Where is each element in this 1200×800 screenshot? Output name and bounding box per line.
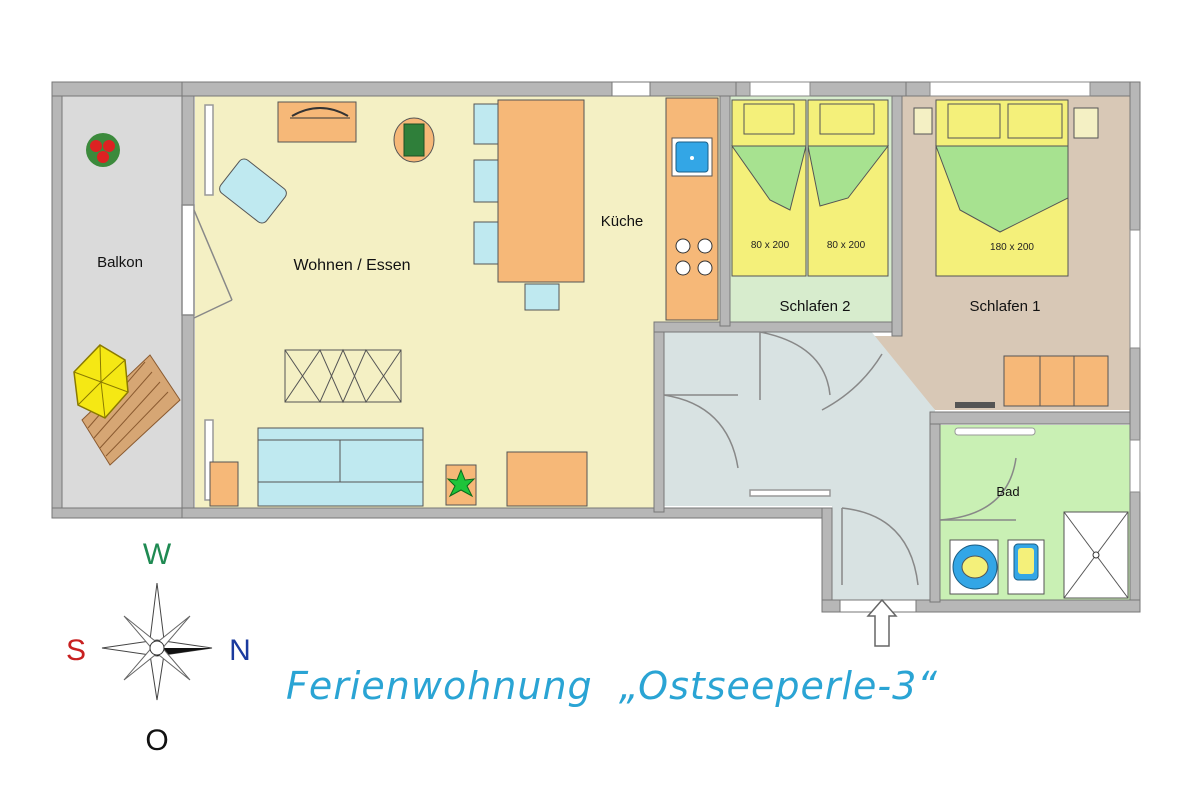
single-bed-right	[807, 99, 890, 277]
towel-rail	[954, 427, 1036, 436]
tv-cabinet	[277, 101, 357, 143]
single-bed-left	[731, 99, 807, 277]
window-bath	[1129, 439, 1141, 493]
balcony-doors	[181, 104, 233, 501]
bed-size-single-a: 80 x 200	[751, 240, 790, 251]
entrance-arrow-icon	[866, 598, 898, 647]
window-bed2	[749, 81, 811, 97]
window-gap-top	[611, 81, 651, 97]
dining-chairs	[473, 103, 560, 311]
sideboard	[506, 451, 588, 507]
shower-icon	[1063, 511, 1129, 599]
nightstand-left	[913, 107, 933, 135]
window-right	[1129, 229, 1141, 349]
coffee-table	[284, 348, 402, 404]
compass-west: W	[143, 538, 172, 571]
window-bed1	[929, 81, 1091, 97]
hallway-floor	[664, 330, 935, 600]
double-bed	[935, 99, 1069, 277]
sofa	[257, 427, 424, 507]
hallway-doors	[663, 331, 1017, 586]
nightstand-right	[1073, 107, 1099, 139]
compass-east: O	[145, 724, 168, 757]
compass-south: S	[66, 634, 86, 667]
plant-icon	[445, 464, 477, 506]
radiator	[955, 402, 995, 408]
armchair	[219, 158, 287, 224]
compass-north: N	[229, 634, 251, 667]
washbasin-icon	[949, 539, 999, 595]
bed-size-single-b: 80 x 200	[827, 240, 866, 251]
stove-icon	[675, 238, 713, 276]
sink-icon	[671, 137, 713, 177]
toilet-icon	[1007, 539, 1045, 595]
page-title: Ferienwohnung „Ostseeperle-3“	[286, 664, 938, 708]
dining-table	[497, 99, 585, 283]
bed-size-double: 180 x 200	[990, 242, 1034, 253]
compass-rose-icon	[101, 582, 213, 701]
side-table-left	[209, 461, 239, 507]
label-balkon: Balkon	[97, 254, 143, 271]
plant-pot-icon	[393, 117, 435, 163]
label-schlafen2: Schlafen 2	[780, 298, 851, 315]
parasol-icon	[73, 344, 129, 419]
label-kueche: Küche	[601, 213, 644, 230]
label-schlafen1: Schlafen 1	[970, 298, 1041, 315]
label-bad: Bad	[996, 484, 1019, 499]
kitchen-counter	[665, 97, 719, 321]
flower-pot-icon	[86, 133, 120, 167]
wardrobe	[1003, 355, 1109, 407]
label-wohnen: Wohnen / Essen	[293, 257, 410, 274]
